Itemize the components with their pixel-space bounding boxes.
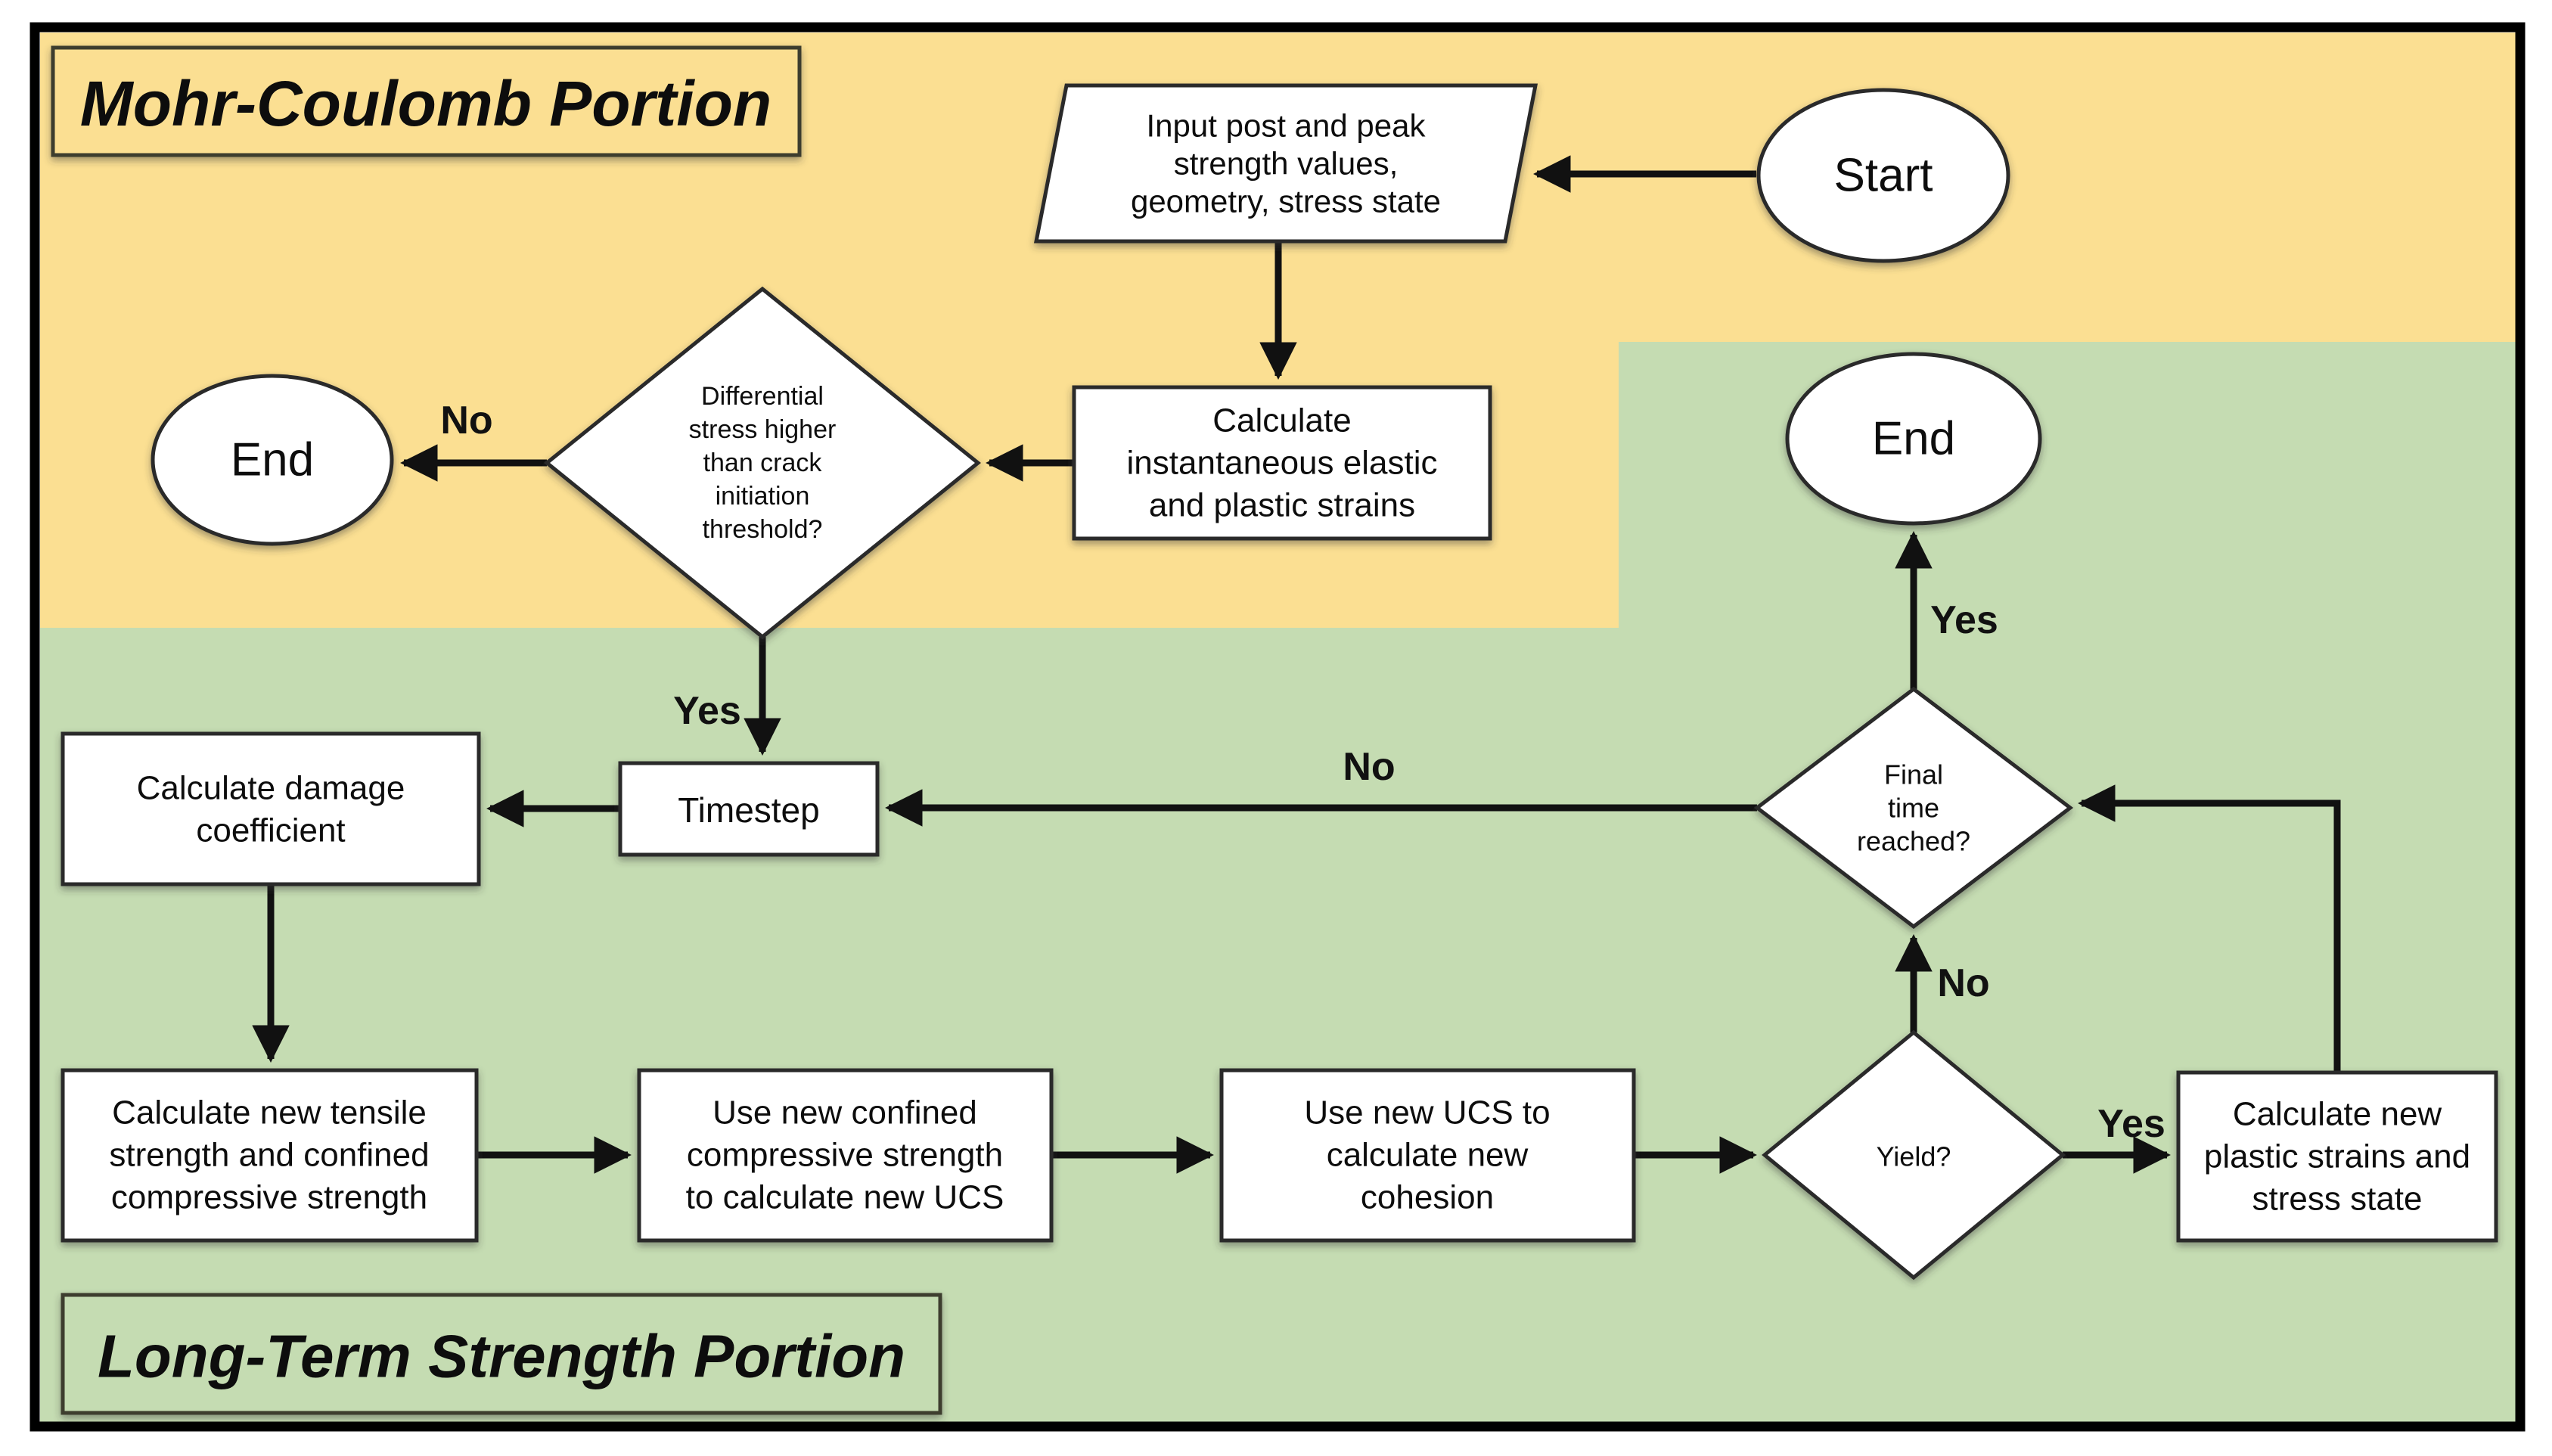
diff-stress-line-3: than crack [703,449,823,477]
final-no-label: No [1343,745,1395,789]
calc-damage-rect [61,731,481,886]
node-yield-check: Yield? [1762,1029,2066,1281]
diff-no-label: No [440,399,492,442]
input-line-3: geometry, stress state [1131,184,1441,219]
input-parallelogram [1033,83,1538,244]
node-use-confined: Use new confined compressive strength to… [637,1068,1054,1243]
calc-tensile-rect [61,1068,479,1243]
edges [252,155,2341,1174]
calc-instantaneous-line-2: instantaneous elastic [1127,445,1438,482]
yield-label: Yield? [1877,1141,1951,1172]
use-confined-line-3: to calculate new UCS [686,1179,1004,1216]
calc-instantaneous-rect [1072,385,1492,541]
calc-damage-line-2: coefficient [196,812,345,849]
use-ucs-line-1: Use new UCS to [1304,1094,1550,1132]
node-input-values: Input post and peak strength values, geo… [1033,83,1538,244]
final-time-diamond [1753,686,2074,930]
node-calc-damage: Calculate damage coefficient [61,731,481,886]
calc-plastic-line-2: plastic strains and [2204,1138,2470,1175]
node-use-ucs: Use new UCS to calculate new cohesion [1219,1068,1636,1243]
diff-stress-line-1: Differential [701,382,824,411]
yield-no-label: No [1937,961,1989,1005]
mohr-coulomb-title-box: Mohr-Coulomb Portion [51,45,802,157]
use-ucs-line-2: calculate new [1327,1137,1529,1174]
calc-plastic-rect [2176,1070,2498,1243]
calc-plastic-line-3: stress state [2252,1181,2423,1218]
diff-stress-diamond [544,286,981,640]
calc-tensile-line-2: strength and confined [109,1137,429,1174]
node-diff-stress-check: Differential stress higher than crack in… [544,286,981,640]
final-yes-label: Yes [1930,598,1998,642]
node-start: Start [1756,88,2010,263]
start-ellipse [1756,88,2010,263]
node-end-mohr-coulomb: End [151,374,394,546]
calc-damage-line-1: Calculate damage [137,770,405,807]
diff-stress-line-5: threshold? [703,515,823,544]
end-mc-label: End [231,434,314,486]
node-calc-tensile: Calculate new tensile strength and confi… [61,1068,479,1243]
end-lt-ellipse [1785,352,2042,526]
use-confined-line-1: Use new confined [713,1094,977,1132]
final-time-line-1: Final [1884,759,1943,790]
long-term-title-box: Long-Term Strength Portion [61,1293,942,1415]
final-time-line-2: time [1888,793,1939,824]
node-timestep: Timestep [618,761,880,857]
input-line-1: Input post and peak [1147,108,1427,144]
end-lt-label: End [1872,413,1955,465]
calc-instantaneous-line-1: Calculate [1212,402,1351,439]
start-label: Start [1834,150,1933,202]
node-calc-plastic: Calculate new plastic strains and stress… [2176,1070,2498,1243]
end-mc-ellipse [151,374,394,546]
long-term-title-frame [61,1293,942,1415]
diff-stress-line-4: initiation [716,482,810,511]
mohr-coulomb-title: Mohr-Coulomb Portion [80,68,771,139]
edge-calc-plastic-to-final-check [2078,784,2341,1073]
node-final-time-check: Final time reached? [1753,686,2074,930]
yield-yes-label: Yes [2097,1102,2165,1146]
calc-instantaneous-line-3: and plastic strains [1149,487,1415,524]
yield-diamond [1762,1029,2066,1281]
calc-tensile-line-1: Calculate new tensile [112,1094,427,1132]
input-line-2: strength values, [1174,146,1399,182]
diff-yes-label: Yes [673,689,741,733]
use-confined-rect [637,1068,1054,1243]
outer-border [29,22,2526,1432]
mohr-coulomb-title-frame [51,45,802,157]
use-ucs-rect [1219,1068,1636,1243]
edge-labels: No Yes No Yes No Yes [440,399,2165,1146]
diff-stress-line-2: stress higher [689,415,837,444]
node-end-long-term: End [1785,352,2042,526]
use-ucs-line-3: cohesion [1361,1179,1494,1216]
node-calc-instantaneous: Calculate instantaneous elastic and plas… [1072,385,1492,541]
final-time-line-3: reached? [1857,826,1970,857]
calc-tensile-line-3: compressive strength [111,1179,427,1216]
timestep-rect [618,761,880,857]
long-term-title: Long-Term Strength Portion [98,1323,905,1390]
use-confined-line-2: compressive strength [687,1137,1003,1174]
timestep-label: Timestep [678,790,819,830]
calc-plastic-line-1: Calculate new [2233,1096,2442,1133]
